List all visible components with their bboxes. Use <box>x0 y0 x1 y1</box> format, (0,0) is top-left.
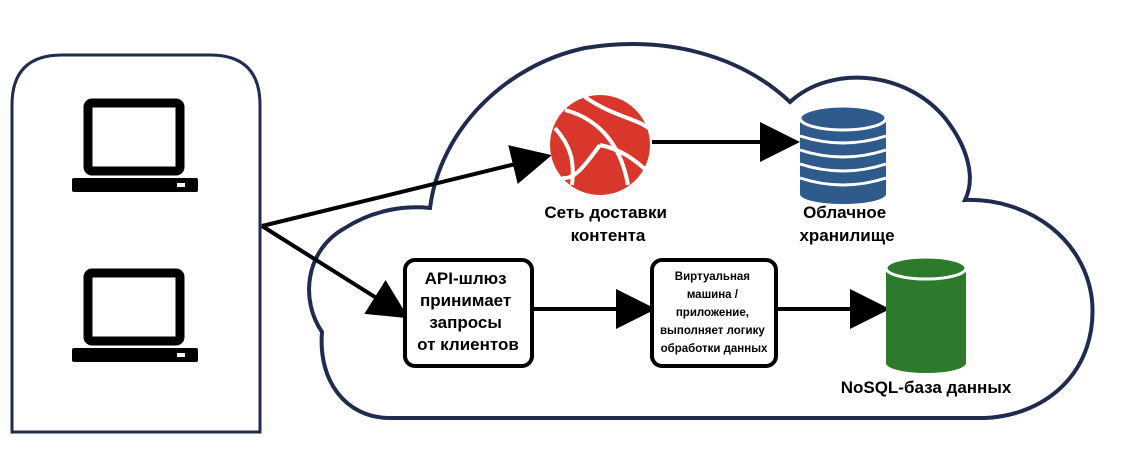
laptop-icon <box>72 98 198 192</box>
api-gateway-box <box>403 258 534 368</box>
volleyball-icon <box>550 95 650 195</box>
cylinder-database-icon <box>884 255 968 373</box>
api-gateway-label: API-шлюз принимает запросы от клиентов <box>417 269 519 354</box>
cdn-label: Сеть доставки контента <box>544 203 671 245</box>
vm-box <box>650 258 778 368</box>
nosql-label: NoSQL-база данных <box>841 378 1012 397</box>
cloud-storage-label: Облачное хранилище <box>799 203 894 245</box>
vm-label: Виртуальная машина / приложение, выполня… <box>660 271 768 355</box>
client-panel <box>10 53 262 434</box>
arrow-client-to-api <box>260 224 409 319</box>
arrow-client-to-cdn <box>261 145 552 228</box>
database-stack-icon <box>798 104 888 204</box>
laptop-icon <box>72 268 198 362</box>
